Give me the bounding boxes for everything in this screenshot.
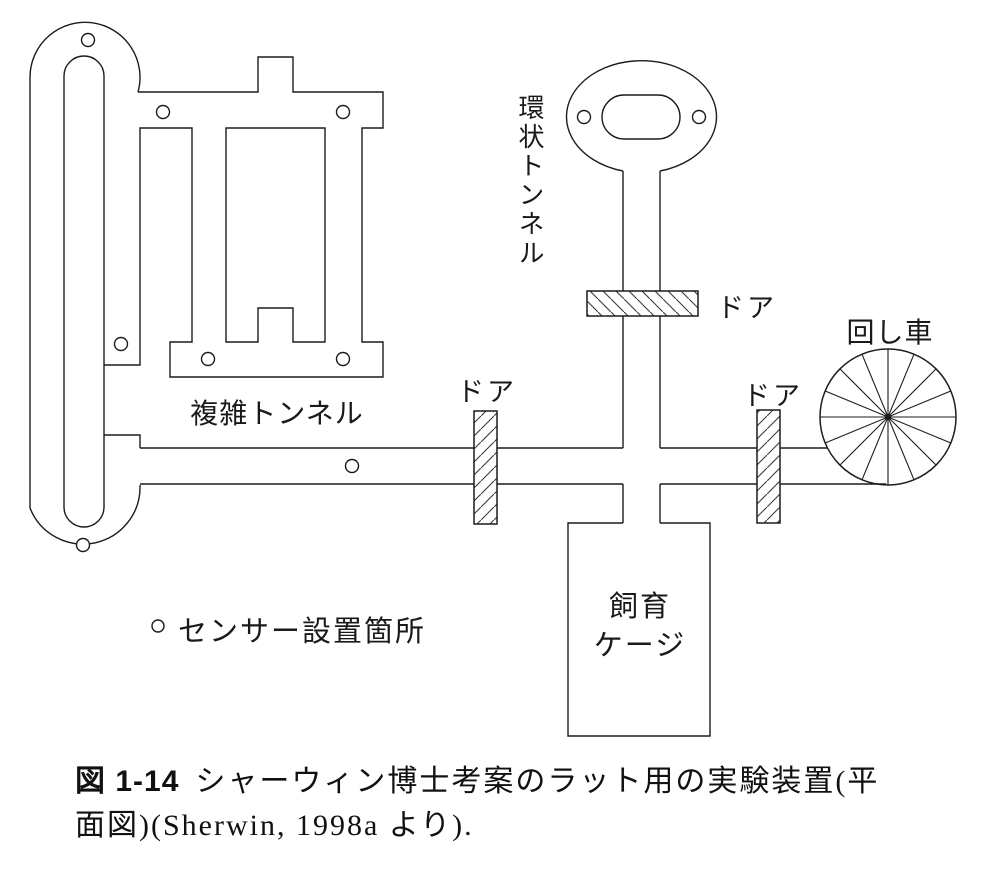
sensor-ring-left — [576, 109, 592, 125]
sensor-loop-deadend — [113, 336, 129, 352]
cage-outline — [567, 522, 711, 737]
sensor-top-corridor-right — [335, 104, 351, 120]
doors — [473, 290, 781, 525]
ring-inner-slot — [601, 94, 681, 140]
sensor-ring-right — [691, 109, 707, 125]
comb-outline — [104, 56, 384, 378]
caption-figure-number: 図 1-14 — [75, 765, 180, 798]
sensor-top-corridor-left — [155, 104, 171, 120]
cage-label-line2: ケージ — [593, 630, 687, 662]
sensor-loop-bottom — [75, 537, 91, 553]
complex-tunnel-label: 複雑トンネル — [190, 398, 364, 429]
door-top — [586, 290, 699, 317]
caption-line-2: 面図)(Sherwin, 1998a より). — [75, 809, 474, 842]
cage-label-line1: 飼育 — [608, 591, 672, 623]
figure-caption: 図 1-14 シャーウィン博士考案のラット用の実験装置(平 面図)(Sherwin… — [75, 760, 955, 848]
sensor-markers — [75, 32, 707, 633]
complex-tunnel-outline — [29, 21, 384, 545]
running-wheel — [819, 348, 957, 486]
ring-stem-corridor — [622, 171, 661, 523]
legend-sensor-icon — [151, 619, 165, 633]
sensor-legend-label: センサー設置箇所 — [178, 616, 427, 648]
comb-middle-hole — [225, 127, 326, 343]
sensor-bar-right — [335, 351, 351, 367]
sensor-main-corridor — [344, 458, 360, 474]
door-top-label: ドア — [717, 293, 777, 323]
door-right — [756, 409, 781, 524]
cage-label: 飼育 ケージ — [594, 588, 686, 666]
loop-inner-slot — [63, 55, 105, 528]
door-left — [473, 410, 498, 525]
wheel-hub — [884, 413, 892, 421]
loop-outer-wall — [29, 21, 141, 545]
sensor-loop-top — [80, 32, 96, 48]
loop-lower-junction-wall — [104, 434, 141, 448]
door-right-label: ドア — [743, 381, 803, 411]
caption-line-1: 図 1-14 シャーウィン博士考案のラット用の実験装置(平 — [75, 760, 955, 804]
ring-outer-ellipse — [565, 60, 718, 172]
caption-text-line1: シャーウィン博士考案のラット用の実験装置(平 — [195, 765, 880, 798]
ring-tunnel-label: 環状トンネル — [515, 94, 545, 268]
sensor-bar-left — [200, 351, 216, 367]
wheel-label: 回し車 — [846, 317, 934, 348]
door-left-label: ドア — [457, 377, 517, 407]
